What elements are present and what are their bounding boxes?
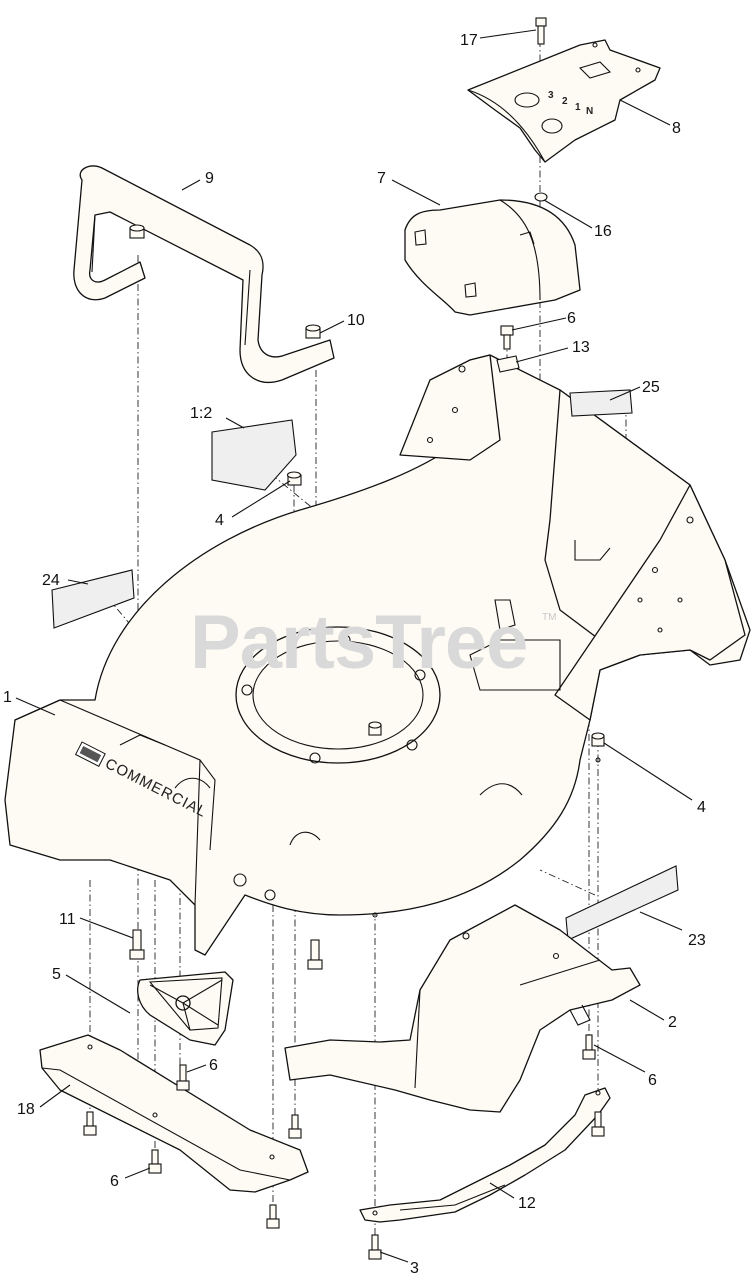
callout-4b: 4 bbox=[697, 799, 706, 816]
callout-11: 11 bbox=[59, 911, 76, 928]
decal-24 bbox=[51, 569, 135, 629]
callout-1: 1 bbox=[3, 689, 12, 706]
mower-deck bbox=[4, 354, 751, 956]
callout-6b: 6 bbox=[209, 1057, 218, 1074]
callout-17: 17 bbox=[460, 32, 478, 49]
callout-10: 10 bbox=[347, 312, 365, 329]
bolt-under-deck bbox=[307, 939, 323, 970]
decal-25 bbox=[569, 389, 633, 417]
screw-6-upper bbox=[500, 325, 514, 350]
decals bbox=[51, 389, 679, 941]
screw-front-left bbox=[83, 1111, 97, 1136]
fasteners bbox=[83, 17, 605, 1260]
watermark-trademark: TM bbox=[542, 612, 556, 623]
nut-10 bbox=[305, 324, 321, 339]
baffle bbox=[137, 971, 234, 1046]
callout-18: 18 bbox=[17, 1101, 35, 1118]
callout-1-2: 1:2 bbox=[190, 405, 212, 422]
leader-lines bbox=[15, 29, 693, 1263]
decal-1-2 bbox=[211, 419, 297, 491]
skid-rail bbox=[359, 1087, 611, 1223]
nut-deck-center bbox=[368, 721, 382, 736]
callout-2: 2 bbox=[668, 1014, 677, 1031]
front-skid-plate bbox=[39, 1034, 309, 1193]
rear-baffle bbox=[284, 904, 641, 1113]
callout-6c: 6 bbox=[648, 1072, 657, 1089]
nut-16 bbox=[534, 192, 548, 202]
screw-front-right bbox=[266, 1204, 280, 1229]
callout-24: 24 bbox=[42, 572, 60, 589]
gear-label-3: 3 bbox=[548, 90, 554, 101]
gear-markings: 3 2 1 N bbox=[548, 90, 593, 117]
nut-handle-left bbox=[129, 224, 145, 239]
callout-12: 12 bbox=[518, 1195, 536, 1212]
callout-23: 23 bbox=[688, 932, 706, 949]
callout-6d: 6 bbox=[110, 1173, 119, 1190]
callout-9: 9 bbox=[205, 170, 214, 187]
bolt-11 bbox=[129, 929, 145, 960]
shift-plate bbox=[467, 39, 661, 163]
handle-loop bbox=[73, 165, 335, 383]
callout-3: 3 bbox=[410, 1260, 419, 1277]
callout-16: 16 bbox=[594, 223, 612, 240]
callout-5: 5 bbox=[52, 966, 61, 983]
screw-skid-right bbox=[591, 1111, 605, 1137]
cover-plate bbox=[404, 199, 581, 316]
callout-6a: 6 bbox=[567, 310, 576, 327]
gear-label-2: 2 bbox=[562, 96, 568, 107]
nut-4-upper bbox=[286, 471, 302, 486]
screw-6-baffle bbox=[176, 1064, 190, 1091]
bolt-17 bbox=[535, 17, 547, 45]
callout-4a: 4 bbox=[215, 512, 224, 529]
washer-13 bbox=[496, 355, 520, 373]
decal-23 bbox=[565, 865, 679, 941]
screw-6-lower bbox=[148, 1149, 162, 1174]
callout-labels: 17 8 7 16 9 10 6 13 25 1:2 4 24 1 4 23 1… bbox=[3, 32, 706, 1277]
gear-label-n: N bbox=[586, 106, 593, 117]
bolt-3 bbox=[368, 1234, 382, 1260]
callout-13: 13 bbox=[572, 339, 590, 356]
nut-4-right bbox=[591, 732, 605, 747]
watermark-text: PartsTree bbox=[190, 600, 527, 685]
screw-front-mid bbox=[288, 1114, 302, 1139]
screw-6-right bbox=[582, 1034, 596, 1060]
callout-7: 7 bbox=[377, 170, 386, 187]
callout-8: 8 bbox=[672, 120, 681, 137]
gear-label-1: 1 bbox=[575, 102, 581, 113]
callout-25: 25 bbox=[642, 379, 660, 396]
